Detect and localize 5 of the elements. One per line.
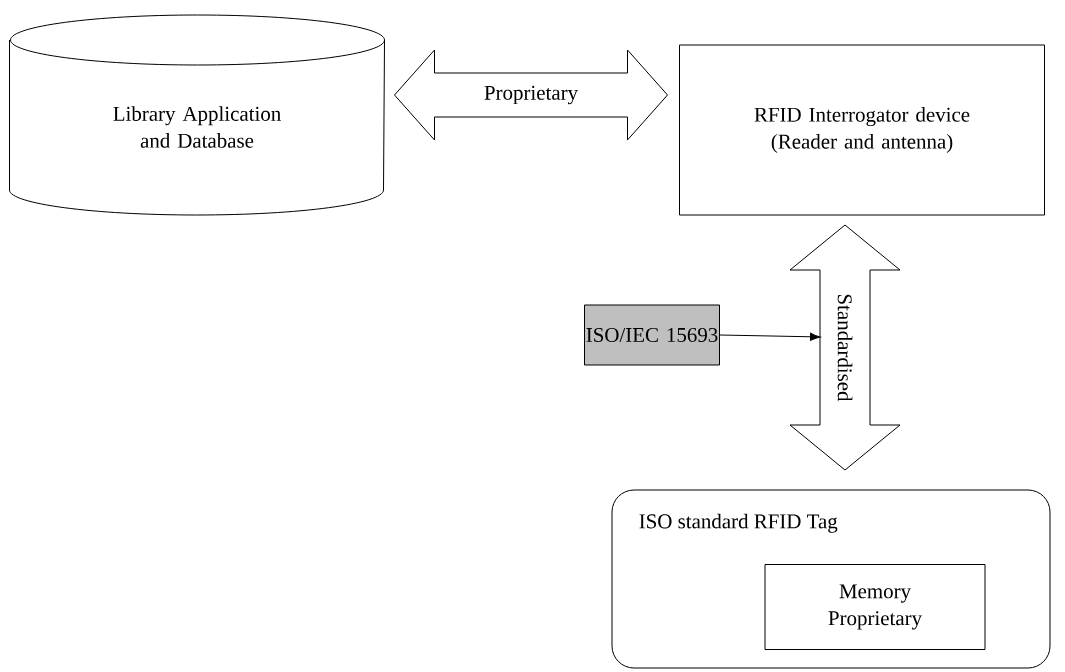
memory-box: Memory Proprietary: [764, 564, 986, 650]
database-cylinder: Library Application and Database: [9, 14, 385, 216]
device-box: RFID Interrogator device (Reader and antenna): [679, 44, 1045, 216]
arrow: [719, 332, 821, 341]
standard-box: ISO/IEC 15693: [584, 304, 720, 366]
